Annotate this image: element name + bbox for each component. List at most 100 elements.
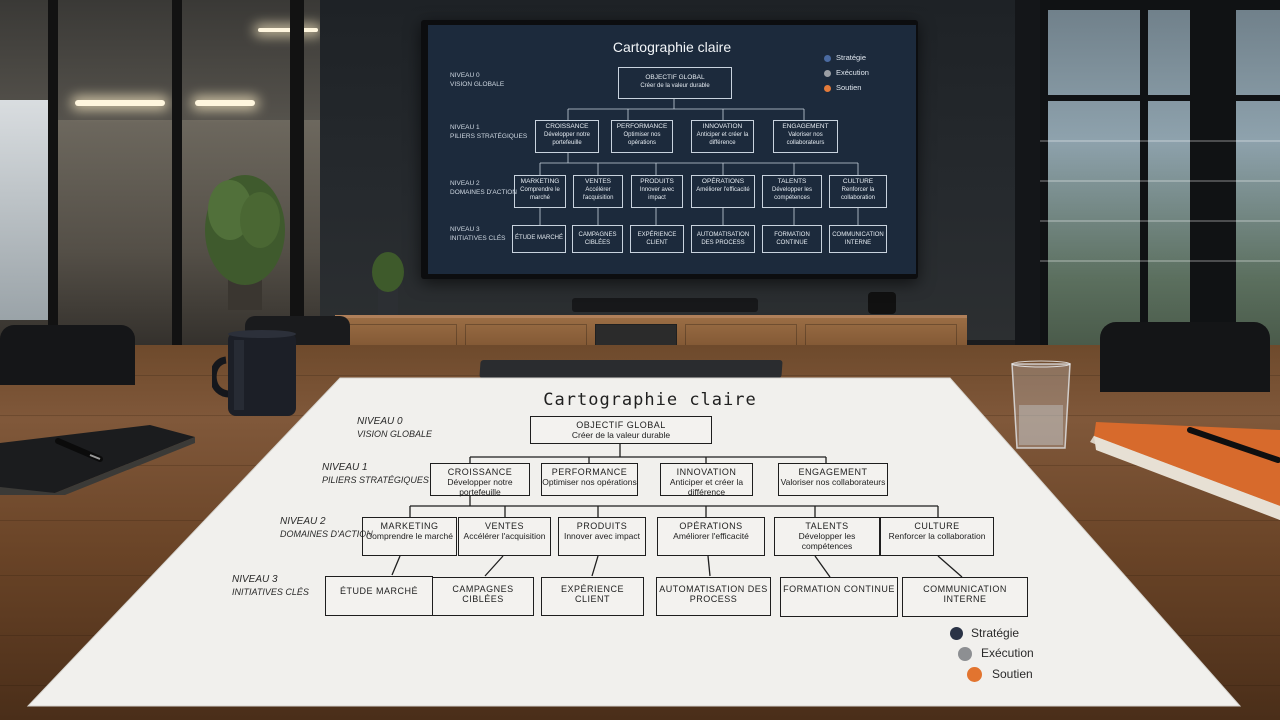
- paper-domain-title: TALENTS: [805, 521, 849, 531]
- background-office: [0, 0, 330, 360]
- tv-initiative-label: COMMUNICATION INTERNE: [832, 232, 884, 246]
- paper-level-0-number: NIVEAU 0: [357, 416, 403, 427]
- paper-initiative-node: COMMUNICATION INTERNE: [902, 577, 1028, 617]
- tv-legend-label: Exécution: [836, 68, 869, 77]
- paper-pillar-desc: Optimiser nos opérations: [542, 477, 637, 487]
- tv-pillar-title: INNOVATION: [702, 123, 743, 130]
- glass-frame: [172, 0, 182, 360]
- tv-level-2-number: NIVEAU 2: [450, 180, 480, 187]
- tv-pillar-desc: Optimiser nos opérations: [623, 132, 661, 146]
- tv-domain-title: CULTURE: [842, 178, 874, 185]
- tv-pillar-desc: Valoriser nos collaborateurs: [786, 132, 825, 146]
- tv-initiative-node: COMMUNICATION INTERNE: [829, 225, 887, 253]
- paper-initiative-node: EXPÉRIENCE CLIENT: [541, 577, 644, 616]
- paper-domain-title: PRODUITS: [576, 521, 628, 531]
- tv-connectors: [539, 99, 859, 225]
- tv-level-1-label: PILIERS STRATÉGIQUES: [450, 133, 528, 140]
- tv-initiative-label: EXPÉRIENCE CLIENT: [637, 232, 677, 246]
- paper-pillar-title: CROISSANCE: [447, 467, 513, 477]
- tv-level-0-number: NIVEAU 0: [450, 72, 480, 79]
- tv-level-0: NIVEAU 0 VISION GLOBALE: [450, 71, 504, 89]
- ceiling-light: [195, 100, 255, 106]
- tv-domain-desc: Comprendre le marché: [520, 187, 560, 201]
- paper-level-3-label: INITIATIVES CLÉS: [232, 587, 309, 597]
- glass-frame: [290, 0, 304, 360]
- paper-pillar-title: PERFORMANCE: [551, 467, 628, 477]
- paper-domain-title: VENTES: [484, 521, 524, 531]
- tv-pillar-title: ENGAGEMENT: [782, 123, 829, 130]
- tv-domain-desc: Renforcer la collaboration: [840, 187, 876, 201]
- paper-initiative-node: CAMPAGNES CIBLÉES: [432, 577, 534, 616]
- paper-domain-title: MARKETING: [380, 521, 439, 531]
- paper-legend-label: Soutien: [992, 667, 1033, 681]
- legend-dot-icon: [950, 627, 963, 641]
- legend-dot-icon: [958, 646, 972, 661]
- tv-initiative-label: ÉTUDE MARCHÉ: [514, 235, 563, 241]
- paper-initiative-label: CAMPAGNES CIBLÉES: [452, 584, 514, 604]
- tv-legend-label: Soutien: [836, 83, 862, 92]
- paper-level-1-number: NIVEAU 1: [322, 462, 368, 473]
- conference-camera: [868, 292, 896, 314]
- tv-domain-node: MARKETING Comprendre le marché: [514, 175, 566, 208]
- tv-domain-title: PRODUITS: [640, 178, 674, 185]
- office-plant: [205, 175, 285, 310]
- legend-dot-icon: [824, 69, 831, 77]
- tv-level-0-label: VISION GLOBALE: [450, 81, 505, 88]
- tv-screen: Cartographie claire NIVEAU 0 VISION GLOB…: [428, 25, 916, 274]
- paper-level-1-label: PILIERS STRATÉGIQUES: [322, 475, 429, 485]
- tv-level-1-number: NIVEAU 1: [450, 124, 480, 131]
- paper-level-2-label: DOMAINES D'ACTION: [280, 529, 373, 539]
- tv-domain-node: CULTURE Renforcer la collaboration: [829, 175, 887, 208]
- paper-level-1: NIVEAU 1 PILIERS STRATÉGIQUES: [322, 462, 429, 486]
- tv-initiative-node: EXPÉRIENCE CLIENT: [630, 225, 684, 253]
- ceiling-light: [258, 28, 318, 32]
- soundbar: [572, 298, 758, 312]
- paper-initiative-label: ÉTUDE MARCHÉ: [339, 586, 418, 596]
- tv-root-node: OBJECTIF GLOBAL Créer de la valeur durab…: [618, 67, 732, 99]
- paper-pillar-title: ENGAGEMENT: [798, 467, 868, 477]
- paper-legend-item: Soutien: [967, 667, 1033, 683]
- tv-initiative-node: CAMPAGNES CIBLÉES: [572, 225, 623, 253]
- tv-domain-title: OPÉRATIONS: [701, 178, 745, 185]
- paper-initiative-label: COMMUNICATION INTERNE: [923, 584, 1007, 604]
- paper-domain-desc: Innover avec impact: [563, 531, 641, 541]
- paper-level-0: NIVEAU 0 VISION GLOBALE: [357, 416, 432, 440]
- tv-pillar-title: PERFORMANCE: [616, 123, 668, 130]
- tv-level-3-label: INITIATIVES CLÉS: [450, 235, 506, 242]
- paper-domain-title: OPÉRATIONS: [679, 521, 743, 531]
- paper-legend-label: Stratégie: [971, 626, 1020, 640]
- paper-level-3: NIVEAU 3 INITIATIVES CLÉS: [232, 574, 309, 598]
- tv-initiative-label: CAMPAGNES CIBLÉES: [578, 232, 617, 246]
- paper-level-3-number: NIVEAU 3: [232, 574, 278, 585]
- tv-level-2-label: DOMAINES D'ACTION: [450, 189, 517, 196]
- tv-legend-label: Stratégie: [836, 53, 867, 62]
- tv-pillar-node: ENGAGEMENT Valoriser nos collaborateurs: [773, 120, 838, 153]
- paper-root-title: OBJECTIF GLOBAL: [576, 420, 666, 430]
- paper-domain-title: CULTURE: [914, 521, 960, 531]
- paper-initiative-node: ÉTUDE MARCHÉ: [325, 576, 433, 616]
- paper-legend-item: Stratégie: [950, 626, 1020, 641]
- tv-level-3-number: NIVEAU 3: [450, 226, 480, 233]
- small-plant: [372, 252, 404, 315]
- paper-initiative-node: FORMATION CONTINUE: [780, 577, 898, 617]
- tv-level-2: NIVEAU 2 DOMAINES D'ACTION: [450, 179, 517, 197]
- window: [0, 100, 50, 320]
- tv-domain-title: TALENTS: [777, 178, 807, 185]
- tv-legend-item: Stratégie: [824, 53, 866, 62]
- paper-domain-desc: Développer les compétences: [798, 531, 856, 551]
- tv-pillar-title: CROISSANCE: [545, 123, 589, 130]
- tv-domain-title: MARKETING: [520, 178, 560, 185]
- window-wall: [1040, 0, 1280, 400]
- paper-legend-label: Exécution: [981, 646, 1034, 660]
